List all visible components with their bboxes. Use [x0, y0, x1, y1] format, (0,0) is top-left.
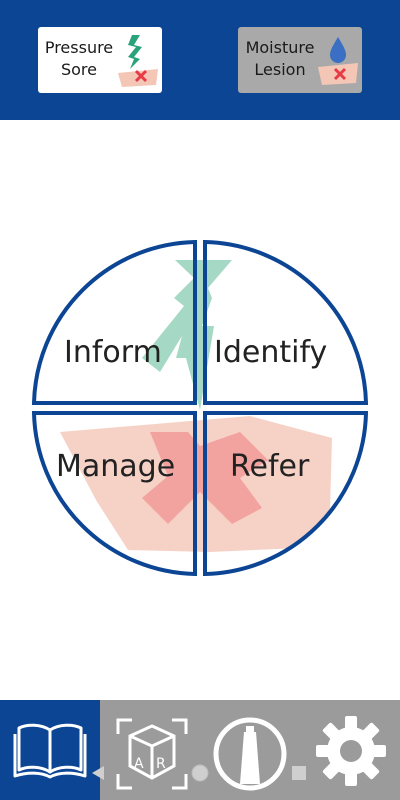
svg-text:R: R: [156, 756, 166, 772]
pressure-sore-label-line2: Sore: [60, 60, 97, 79]
bottom-nav: A R: [0, 700, 400, 800]
moisture-lesion-icon: [318, 37, 358, 85]
pressure-sore-icon: [118, 35, 158, 87]
refer-label: Refer: [230, 449, 310, 484]
manage-label: Manage: [56, 449, 176, 484]
svg-text:A: A: [134, 756, 144, 772]
recents-square-icon[interactable]: [290, 764, 308, 782]
main-content: Inform Identify Manage Refer: [0, 120, 400, 700]
lighthouse-icon: [213, 717, 287, 791]
wheel-graphic: [31, 239, 369, 577]
inform-label: Inform: [64, 335, 162, 370]
gear-icon: [316, 716, 386, 786]
ar-cube-icon: A R: [116, 718, 188, 790]
manage-quadrant[interactable]: [34, 413, 195, 574]
nav-book[interactable]: [0, 700, 100, 800]
pressure-sore-label-line1: Pressure: [44, 38, 114, 57]
identify-label: Identify: [214, 335, 328, 370]
refer-quadrant[interactable]: [205, 413, 366, 574]
identify-quadrant[interactable]: [205, 242, 366, 403]
pressure-sore-button[interactable]: Pressure Sore: [38, 27, 162, 93]
inform-quadrant[interactable]: [34, 242, 195, 403]
moisture-lesion-label-line1: Moisture: [245, 38, 315, 57]
home-circle-icon[interactable]: [190, 763, 210, 783]
wheel-quadrant-outlines: [31, 239, 369, 577]
nav-settings[interactable]: [300, 700, 400, 800]
book-icon: [13, 723, 87, 779]
nav-ar[interactable]: A R: [100, 700, 200, 800]
back-triangle-icon[interactable]: [90, 764, 106, 782]
nav-lighthouse[interactable]: [200, 700, 300, 800]
top-header: Pressure Sore Moisture Lesion: [0, 0, 400, 120]
moisture-lesion-label-line2: Lesion: [254, 60, 306, 79]
moisture-lesion-button[interactable]: Moisture Lesion: [238, 27, 362, 93]
